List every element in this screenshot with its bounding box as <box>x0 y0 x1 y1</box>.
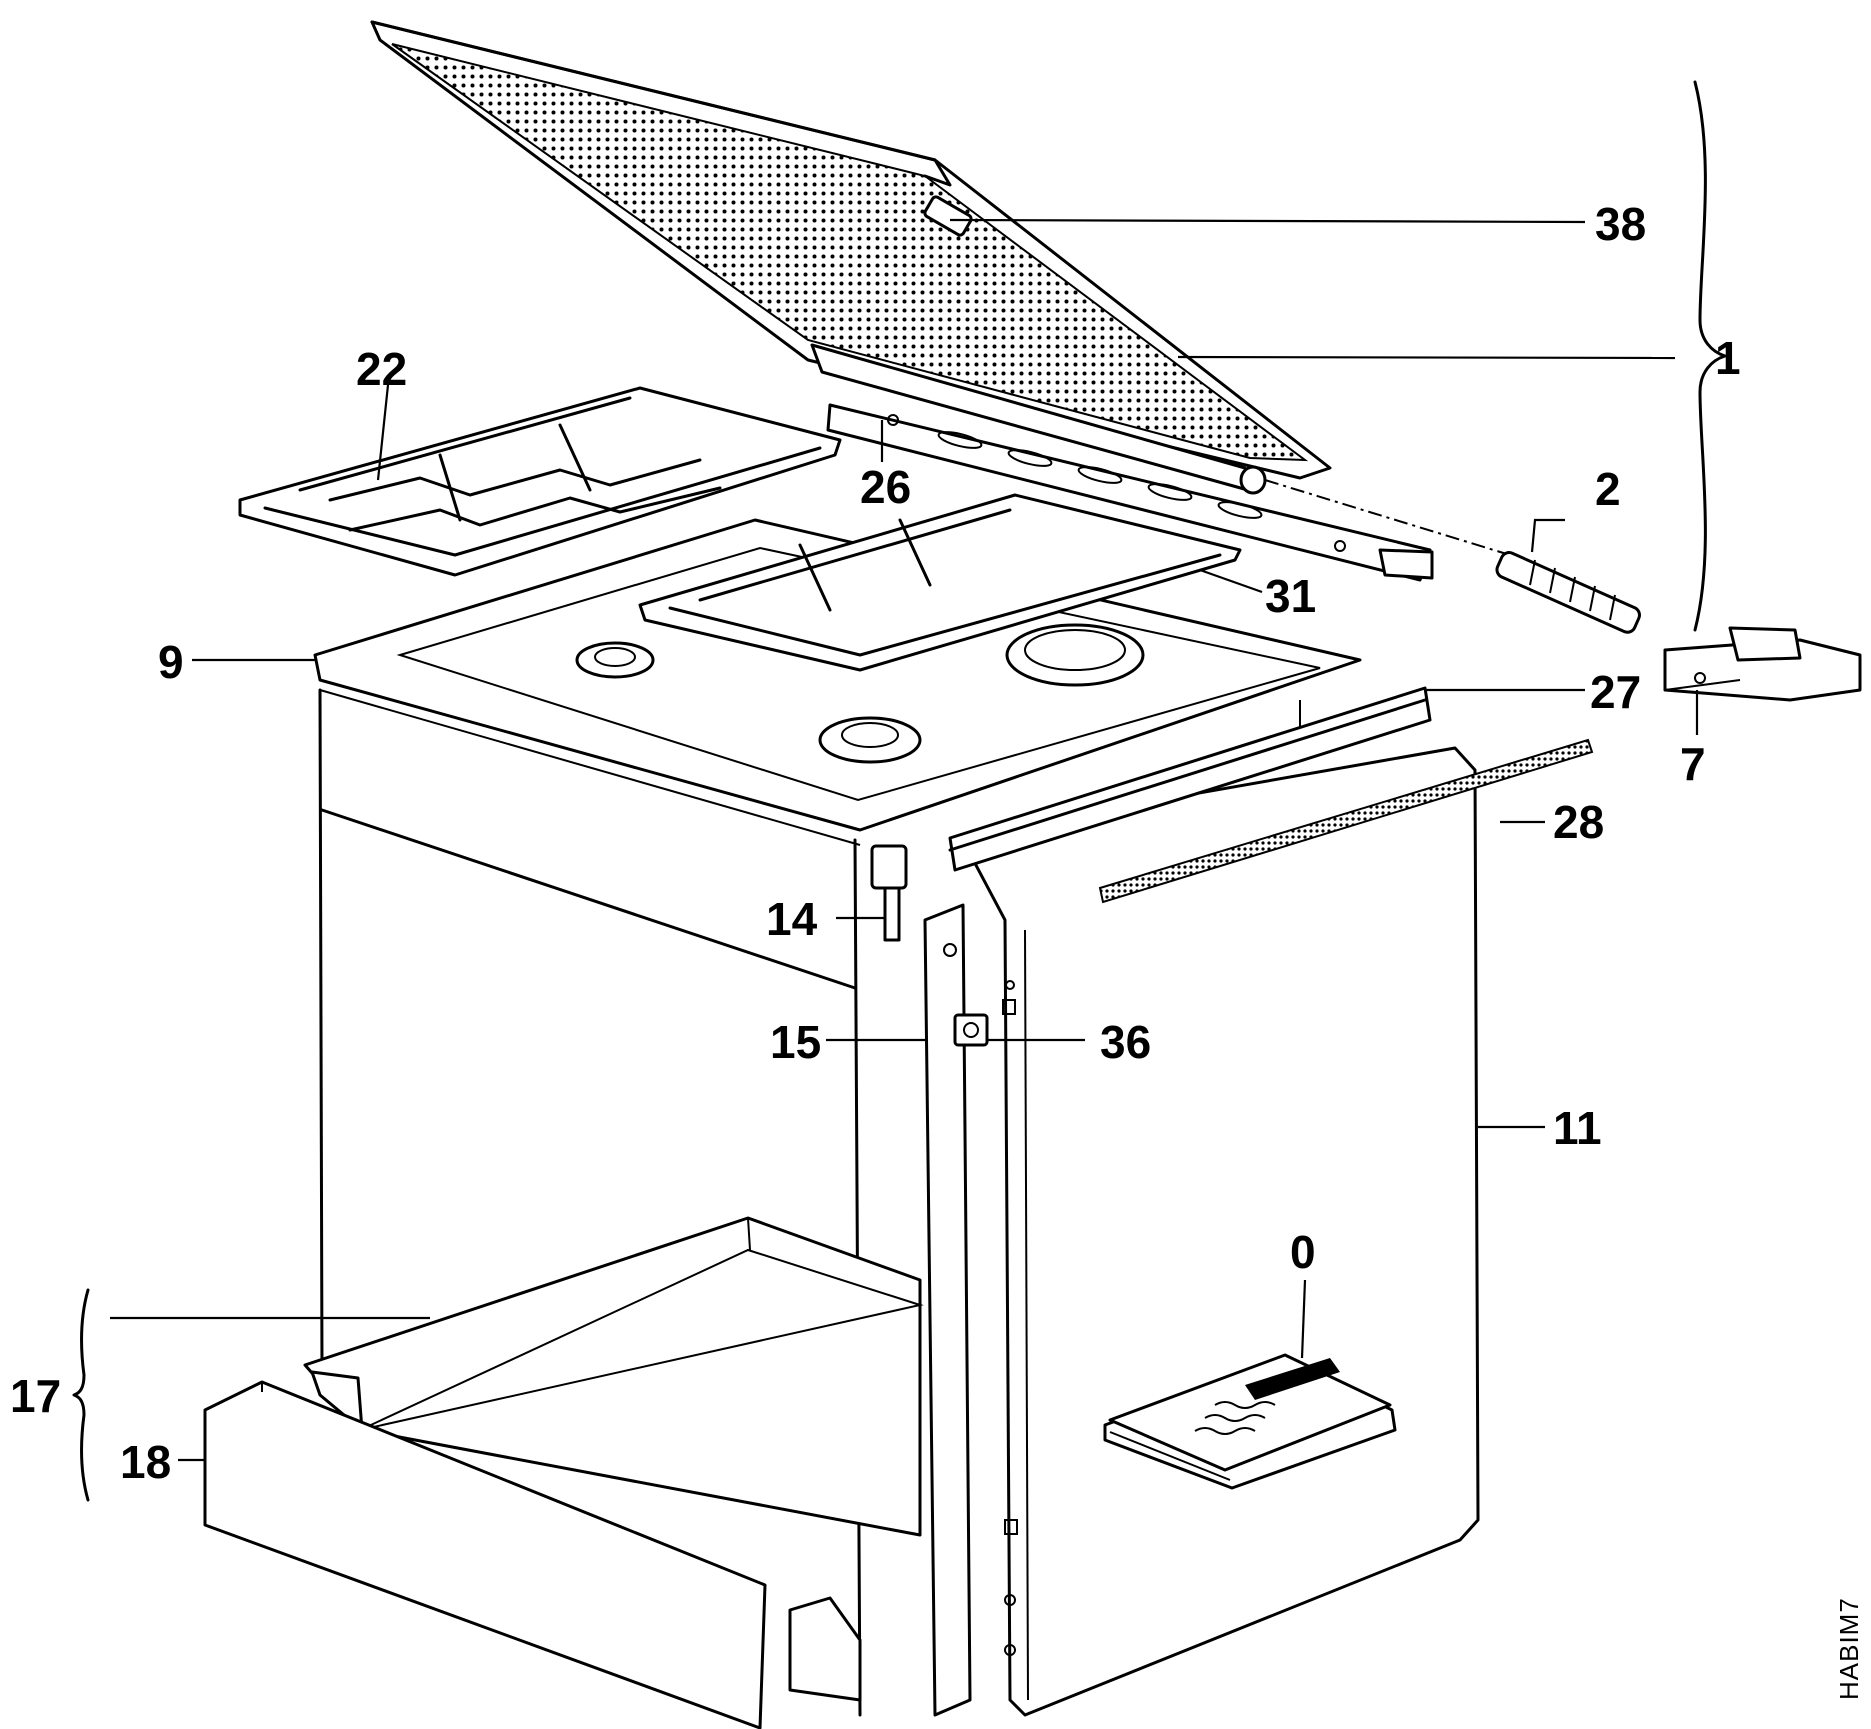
drawer <box>203 1216 924 1729</box>
callout-9: 9 <box>158 636 184 688</box>
callout-1: 1 <box>1715 332 1741 384</box>
callout-28: 28 <box>1553 796 1604 848</box>
callout-17: 17 <box>10 1370 61 1422</box>
callout-22: 22 <box>356 343 407 395</box>
callout-38: 38 <box>1595 198 1646 250</box>
callout-18: 18 <box>120 1436 171 1488</box>
callout-26: 26 <box>860 461 911 513</box>
documentation-booklet <box>1103 1353 1397 1490</box>
leader-lines <box>110 218 1699 1462</box>
callout-27: 27 <box>1590 666 1641 718</box>
top-strip <box>948 686 1432 872</box>
brace-drawer-assembly <box>72 1288 90 1502</box>
callout-15: 15 <box>770 1016 821 1068</box>
callout-7: 7 <box>1680 738 1706 790</box>
side-panel <box>958 746 1480 1717</box>
pan-support-right <box>638 493 1242 672</box>
callout-14: 14 <box>766 893 818 945</box>
pan-support-grid <box>238 386 842 577</box>
bracket <box>1663 626 1862 702</box>
callout-36: 36 <box>1100 1016 1151 1068</box>
callout-2: 2 <box>1595 463 1621 515</box>
hob-top <box>313 518 1362 832</box>
lid-assembly <box>370 20 1332 495</box>
pivot-pin <box>1264 479 1641 634</box>
hinge-plate <box>826 403 1434 582</box>
brace-lid-assembly <box>1693 80 1727 632</box>
drawing-code: HABIM7 <box>1834 1597 1864 1700</box>
callout-11: 11 <box>1553 1102 1602 1154</box>
front-upright <box>870 844 989 1717</box>
seal-strip <box>1098 738 1594 904</box>
callout-0: 0 <box>1290 1226 1316 1278</box>
callout-31: 31 <box>1265 570 1316 622</box>
